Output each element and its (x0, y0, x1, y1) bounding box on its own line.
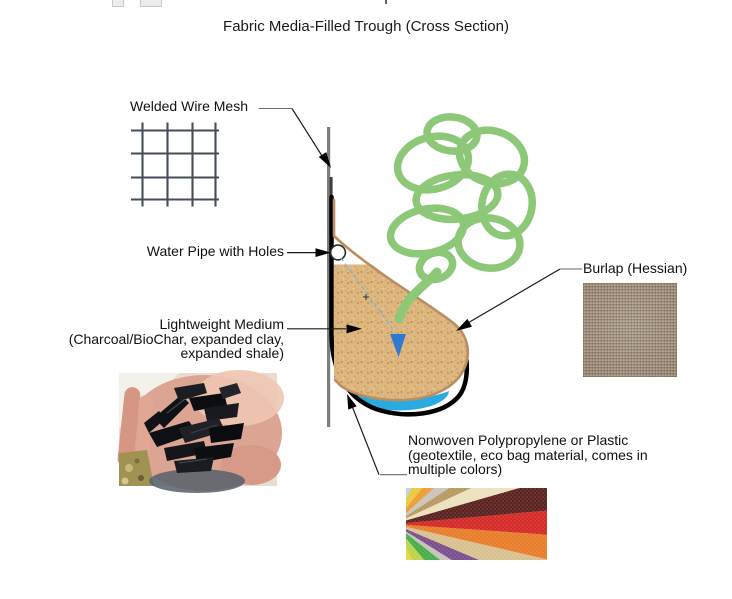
top-edge-artifact (112, 0, 124, 7)
leader-burlap (456, 268, 582, 331)
arrowhead (315, 248, 331, 257)
mesh-pole-dark-segment (329, 177, 333, 198)
label-water-pipe: Water Pipe with Holes (146, 243, 284, 259)
leader-water-pipe (287, 248, 331, 257)
page-title: Fabric Media-Filled Trough (Cross Sectio… (223, 18, 509, 35)
label-burlap: Burlap (Hessian) (583, 260, 688, 276)
top-edge-artifact (140, 0, 162, 7)
burlap-outline (332, 198, 470, 402)
plus-mark (363, 294, 369, 300)
leader-welded-wire-mesh (259, 107, 331, 168)
wire-mesh-image (131, 122, 219, 207)
water-flow-dashed-line (340, 257, 396, 334)
water-pipe-circle (329, 244, 347, 261)
charcoal-chunks (144, 383, 244, 473)
arrowhead (318, 152, 331, 168)
arrowhead (346, 324, 362, 334)
lightweight-medium-fill (334, 264, 468, 401)
burlap-texture-image (583, 283, 677, 377)
top-edge-tick (385, 0, 387, 4)
label-nonwoven: Nonwoven Polypropylene or Plastic (geote… (408, 432, 648, 477)
label-lightweight-medium: Lightweight Medium (Charcoal/BioChar, ex… (68, 316, 284, 361)
label-welded-wire-mesh: Welded Wire Mesh (130, 98, 249, 114)
plant-stem (394, 267, 442, 324)
mesh-pole (327, 127, 331, 427)
nonwoven-fabric-photo (406, 488, 547, 560)
leader-lightweight-medium (287, 324, 362, 334)
arrowhead (347, 394, 357, 410)
water-flow-arrowhead (390, 334, 406, 357)
leader-nonwoven (347, 394, 407, 476)
arrowhead (456, 318, 472, 331)
charcoal-photo (117, 370, 284, 493)
plant-foliage (386, 113, 536, 324)
